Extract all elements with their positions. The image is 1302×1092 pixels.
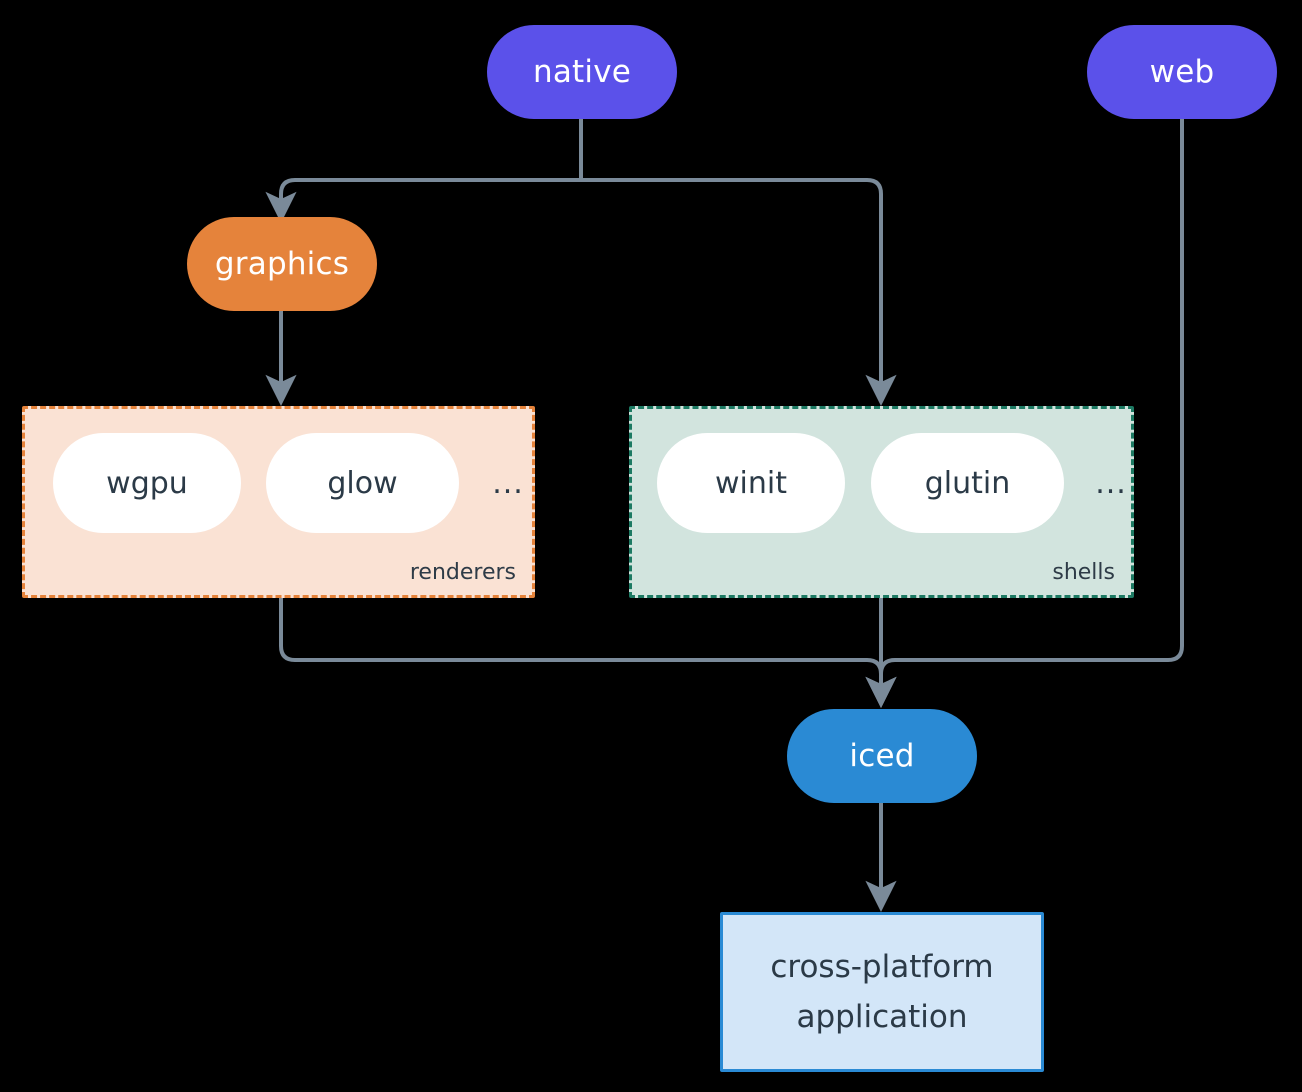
renderer-item-glow[interactable]: glow (266, 433, 459, 533)
renderer-item-wgpu-label: wgpu (106, 465, 188, 501)
node-web-label: web (1149, 54, 1215, 90)
node-graphics-label: graphics (214, 246, 350, 282)
shells-overflow-ellipsis: ... (1095, 465, 1127, 501)
edge-native-to-shells (581, 178, 897, 407)
group-shells-label: shells (1052, 560, 1115, 585)
node-native[interactable]: native (487, 25, 677, 119)
group-renderers: wgpu glow ... renderers (22, 406, 535, 598)
node-native-label: native (532, 54, 632, 90)
shell-item-winit-label: winit (715, 465, 787, 501)
renderers-overflow-ellipsis: ... (492, 465, 524, 501)
node-application-line1: cross-platform (770, 948, 994, 985)
group-shells: winit glutin ... shells (629, 406, 1134, 598)
renderer-item-wgpu[interactable]: wgpu (53, 433, 241, 533)
node-iced-label: iced (849, 738, 915, 774)
group-renderers-label: renderers (409, 560, 516, 585)
shell-item-glutin[interactable]: glutin (871, 433, 1064, 533)
node-graphics[interactable]: graphics (187, 217, 377, 311)
node-iced[interactable]: iced (787, 709, 977, 803)
node-application[interactable]: cross-platform application (720, 912, 1044, 1072)
edge-renderers-to-iced (279, 598, 897, 709)
shell-item-glutin-label: glutin (924, 465, 1011, 501)
shell-item-winit[interactable]: winit (657, 433, 845, 533)
renderer-item-glow-label: glow (327, 465, 398, 501)
edge-web-to-iced (865, 119, 1184, 709)
edge-native-to-graphics (265, 178, 581, 224)
node-web[interactable]: web (1087, 25, 1277, 119)
node-application-line2: application (796, 999, 968, 1035)
